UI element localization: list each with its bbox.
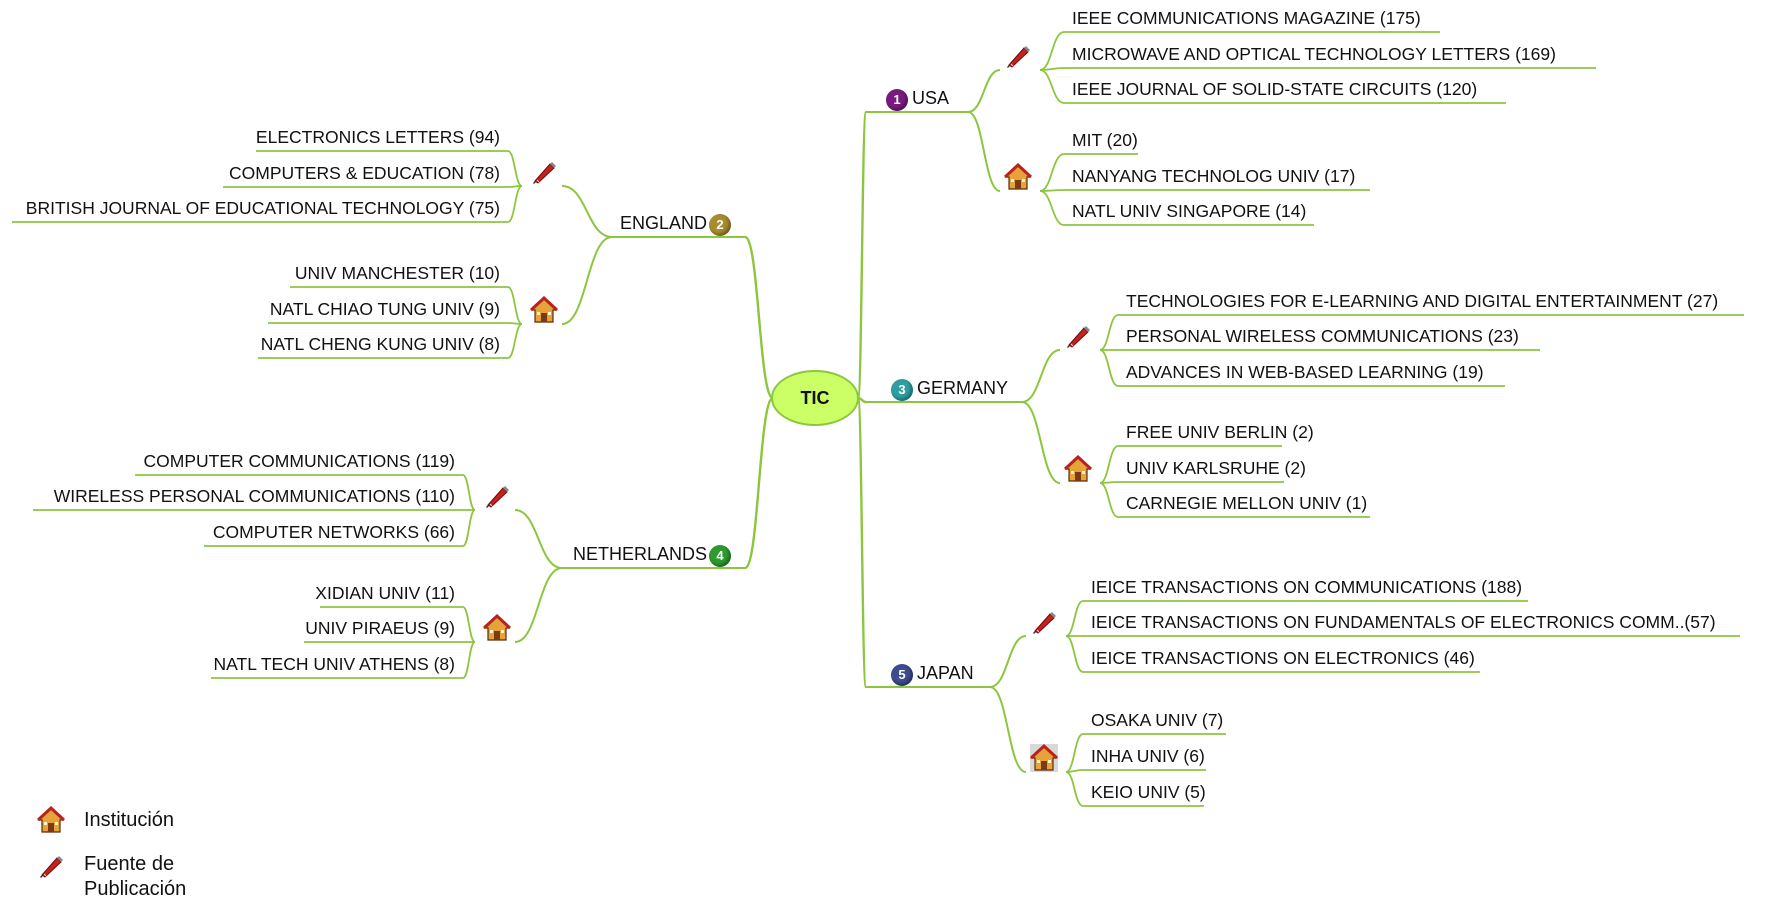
branch-netherlands[interactable]: NETHERLANDS <box>572 544 707 564</box>
branch-usa[interactable]: USA <box>912 88 950 108</box>
germany-source-2[interactable]: ADVANCES IN WEB-BASED LEARNING (19) <box>1126 362 1484 382</box>
usa-source-0[interactable]: IEEE COMMUNICATIONS MAGAZINE (175) <box>1072 8 1421 28</box>
connector-japan-source-0 <box>1065 600 1084 637</box>
england-source-1[interactable]: COMPUTERS & EDUCATION (78) <box>229 163 500 183</box>
connector-usa-source-2 <box>1039 69 1065 104</box>
connector-usa-institution-0 <box>1039 153 1065 192</box>
house-icon <box>1030 744 1058 772</box>
connector-japan-institution-2 <box>1065 771 1084 807</box>
connector-england-sources <box>561 185 613 238</box>
netherlands-source-0[interactable]: COMPUTER COMMUNICATIONS (119) <box>143 451 455 471</box>
usa-source-1[interactable]: MICROWAVE AND OPTICAL TECHNOLOGY LETTERS… <box>1072 44 1556 64</box>
connector-center-japan <box>856 396 868 689</box>
connector-japan-sources <box>989 635 1027 688</box>
legend-pen-icon <box>37 852 65 880</box>
connector-center-england <box>743 235 775 400</box>
japan-institution-1[interactable]: INHA UNIV (6) <box>1091 746 1205 766</box>
legend-source-label: Fuente de Publicación <box>84 852 234 901</box>
usa-source-2[interactable]: IEEE JOURNAL OF SOLID-STATE CIRCUITS (12… <box>1072 79 1478 99</box>
japan-source-0[interactable]: IEICE TRANSACTIONS ON COMMUNICATIONS (18… <box>1091 577 1523 597</box>
branch-england[interactable]: ENGLAND <box>619 213 707 233</box>
connector-center-netherlands <box>743 396 775 570</box>
connector-england-institution-2 <box>507 323 523 359</box>
england-source-2[interactable]: BRITISH JOURNAL OF EDUCATIONAL TECHNOLOG… <box>25 198 500 218</box>
house-icon <box>530 296 558 324</box>
legend-source-text: Fuente de Publicación <box>84 853 187 900</box>
netherlands-source-1[interactable]: WIRELESS PERSONAL COMMUNICATIONS (110) <box>53 486 455 506</box>
rank-badge-netherlands: 4 <box>709 545 731 567</box>
japan-institution-2[interactable]: KEIO UNIV (5) <box>1091 782 1206 802</box>
house-icon <box>1004 163 1032 191</box>
legend-house-icon <box>37 806 65 834</box>
rank-badge-japan: 5 <box>891 664 913 686</box>
connector-japan-source-2 <box>1065 635 1084 673</box>
usa-institution-1[interactable]: NANYANG TECHNOLOG UNIV (17) <box>1072 166 1356 186</box>
germany-source-1[interactable]: PERSONAL WIRELESS COMMUNICATIONS (23) <box>1126 326 1519 346</box>
japan-institution-0[interactable]: OSAKA UNIV (7) <box>1091 710 1224 730</box>
netherlands-institution-1[interactable]: UNIV PIRAEUS (9) <box>305 618 455 638</box>
connector-netherlands-source-2 <box>462 509 476 547</box>
usa-institution-2[interactable]: NATL UNIV SINGAPORE (14) <box>1072 201 1307 221</box>
japan-source-2[interactable]: IEICE TRANSACTIONS ON ELECTRONICS (46) <box>1091 648 1475 668</box>
rank-badge-germany: 3 <box>891 379 913 401</box>
connector-usa-institutions <box>967 111 1001 192</box>
connector-center-usa <box>856 110 868 400</box>
germany-institution-1[interactable]: UNIV KARLSRUHE (2) <box>1126 458 1306 478</box>
rank-badge-usa: 1 <box>886 89 908 111</box>
england-institution-2[interactable]: NATL CHENG KUNG UNIV (8) <box>260 334 500 354</box>
connector-usa-sources <box>967 69 1001 113</box>
connector-japan-institutions <box>989 686 1027 773</box>
connector-japan-institution-0 <box>1065 733 1084 773</box>
connector-germany-institutions <box>1021 401 1061 484</box>
pen-icon <box>1064 322 1092 350</box>
japan-source-1[interactable]: IEICE TRANSACTIONS ON FUNDAMENTALS OF EL… <box>1091 612 1716 632</box>
england-institution-1[interactable]: NATL CHIAO TUNG UNIV (9) <box>269 299 500 319</box>
germany-institution-0[interactable]: FREE UNIV BERLIN (2) <box>1126 422 1314 442</box>
connector-usa-source-0 <box>1039 31 1065 71</box>
connector-germany-institution-1 <box>1099 481 1119 484</box>
connector-germany-sources <box>1021 349 1061 403</box>
germany-source-0[interactable]: TECHNOLOGIES FOR E-LEARNING AND DIGITAL … <box>1126 291 1719 311</box>
england-institution-0[interactable]: UNIV MANCHESTER (10) <box>294 263 500 283</box>
connector-england-institutions <box>561 236 613 325</box>
pen-icon <box>1004 42 1032 70</box>
connector-england-institution-1 <box>507 322 523 325</box>
pen-icon <box>1030 608 1058 636</box>
connector-germany-institution-0 <box>1099 445 1119 484</box>
legend-institution-label: Institución <box>84 809 175 831</box>
usa-institution-0[interactable]: MIT (20) <box>1072 130 1138 150</box>
connector-netherlands-institution-0 <box>462 606 476 643</box>
house-icon <box>483 614 511 642</box>
branch-japan[interactable]: JAPAN <box>917 663 974 683</box>
center-node-tic[interactable]: TIC <box>771 370 859 426</box>
pen-icon <box>483 482 511 510</box>
connector-england-institution-0 <box>507 286 523 325</box>
netherlands-institution-0[interactable]: XIDIAN UNIV (11) <box>315 583 455 603</box>
connector-germany-source-0 <box>1099 314 1119 351</box>
connector-netherlands-institutions <box>514 567 563 643</box>
connector-netherlands-institution-2 <box>462 641 476 679</box>
connector-usa-institution-2 <box>1039 190 1065 226</box>
connector-germany-institution-2 <box>1099 482 1119 518</box>
connector-england-source-2 <box>507 185 523 223</box>
connector-germany-source-2 <box>1099 349 1119 387</box>
rank-badge-england: 2 <box>709 214 731 236</box>
netherlands-source-2[interactable]: COMPUTER NETWORKS (66) <box>212 522 455 542</box>
connector-netherlands-source-0 <box>462 474 476 511</box>
branch-germany[interactable]: GERMANY <box>917 378 1009 398</box>
netherlands-institution-2[interactable]: NATL TECH UNIV ATHENS (8) <box>213 654 455 674</box>
house-icon <box>1064 455 1092 483</box>
connector-england-source-0 <box>507 150 523 187</box>
connector-usa-institution-1 <box>1039 189 1065 192</box>
connector-netherlands-sources <box>514 509 563 569</box>
england-source-0[interactable]: ELECTRONICS LETTERS (94) <box>255 127 500 147</box>
center-node-label: TIC <box>800 387 830 408</box>
germany-institution-2[interactable]: CARNEGIE MELLON UNIV (1) <box>1126 493 1368 513</box>
pen-icon <box>530 158 558 186</box>
